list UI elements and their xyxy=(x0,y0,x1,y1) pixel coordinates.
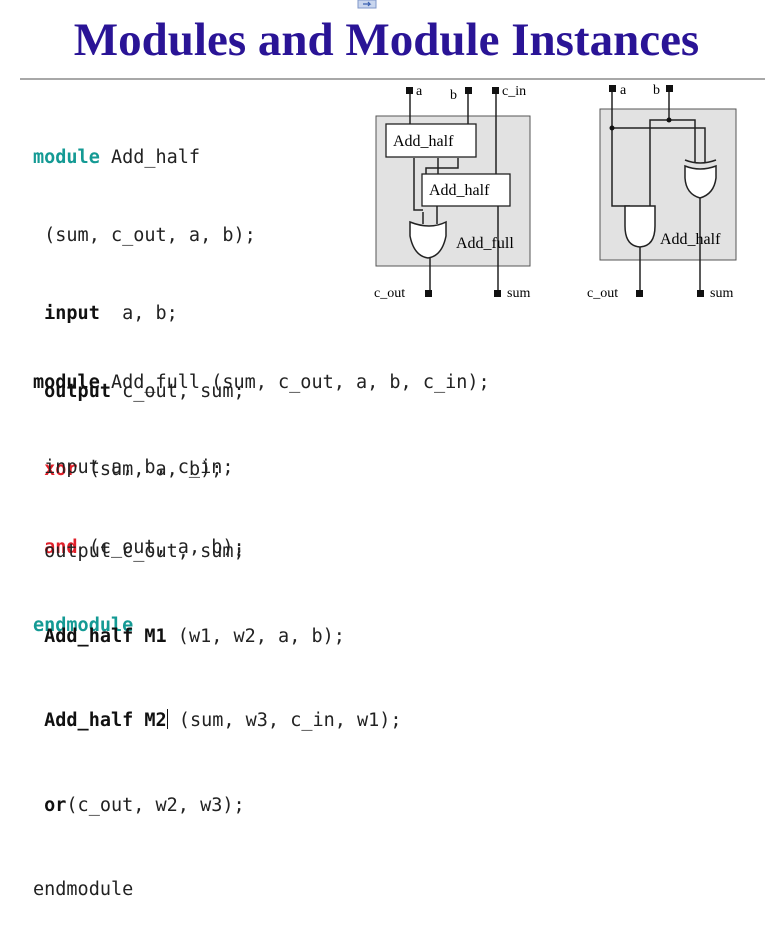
or-gate-icon xyxy=(409,220,447,259)
junction-dot xyxy=(666,117,672,123)
pin-b-label: b xyxy=(653,83,660,98)
out-cout-label: c_out xyxy=(587,286,618,301)
keyword: or xyxy=(44,794,67,816)
code-line: module Add_full (sum, c_out, a, b, c_in)… xyxy=(33,370,490,403)
code-text: endmodule xyxy=(33,879,134,900)
keyword: Add_half M1 xyxy=(44,625,167,647)
keyword: module xyxy=(33,147,100,168)
code-line: Add_half M2 (sum, w3, c_in, w1); xyxy=(33,708,490,741)
code-text: a, b; xyxy=(99,303,178,324)
pin-b-label: b xyxy=(450,88,457,103)
add-half-diagram: a b Add_half c_out sum xyxy=(587,83,737,301)
code-text: input a, b, c_in; xyxy=(44,456,234,478)
code-text: c_out, sum; xyxy=(110,381,245,402)
xor-gate-arc xyxy=(684,159,717,164)
out-cout xyxy=(636,290,643,297)
code-line: module Add_half xyxy=(33,145,256,171)
code-line: input a, b; xyxy=(33,301,256,327)
code-text: (sum, w3, c_in, w1); xyxy=(167,710,402,731)
and-gate-icon xyxy=(624,205,656,248)
code-text: (c_out, w2, w3); xyxy=(66,794,245,816)
pin-a-label: a xyxy=(620,83,627,98)
add-full-code: module Add_full (sum, c_out, a, b, c_in)… xyxy=(33,318,490,936)
pin-cin-label: c_in xyxy=(502,84,526,99)
page-title: Modules and Module Instances xyxy=(73,14,700,66)
code-text: (sum, a, b); xyxy=(77,459,223,480)
half-adder-box-1 xyxy=(385,123,477,158)
code-line: input a, b, c_in; xyxy=(33,455,490,488)
pin-b xyxy=(666,85,673,92)
pin-a xyxy=(609,85,616,92)
code-line: or(c_out, w2, w3); xyxy=(33,793,490,826)
half-adder-box-2-label: Add_half xyxy=(429,182,490,199)
pin-b xyxy=(465,87,472,94)
half-adder-box-1-label: Add_half xyxy=(393,133,454,150)
out-cout xyxy=(425,290,432,297)
code-text: Add_half xyxy=(99,147,201,168)
code-line: output c_out, sum; xyxy=(33,379,256,405)
out-sum-label: sum xyxy=(710,286,733,301)
code-line: output c_out, sum; xyxy=(33,539,490,572)
junction-dot xyxy=(609,125,615,131)
keyword: module xyxy=(33,372,100,393)
code-text: Add_full (sum, c_out, a, b, c_in); xyxy=(99,372,490,393)
keyword: input xyxy=(44,303,100,324)
add-full-module-label: Add_full xyxy=(456,235,514,252)
code-text: output c_out, sum; xyxy=(44,541,245,562)
title-divider xyxy=(20,78,765,80)
pin-a xyxy=(406,87,413,94)
code-line: (sum, c_out, a, b); xyxy=(33,225,256,246)
add-full-diagram: a b c_in Add_half Add_half Add_full c_ou… xyxy=(374,84,531,301)
keyword: output xyxy=(44,381,111,402)
code-line: Add_half M1 (w1, w2, a, b); xyxy=(33,624,490,657)
pin-cin xyxy=(492,87,499,94)
keyword: Add_half M2 xyxy=(44,710,167,731)
half-adder-box-2 xyxy=(421,173,511,207)
out-cout-label: c_out xyxy=(374,286,405,301)
pin-a-label: a xyxy=(416,84,423,99)
out-sum-label: sum xyxy=(507,286,530,301)
keyword: xor xyxy=(44,459,78,480)
xor-gate-icon xyxy=(684,164,717,199)
code-line: xor (sum, a, b); xyxy=(33,457,256,483)
add-half-module-label: Add_half xyxy=(660,231,721,248)
code-line: endmodule xyxy=(33,877,490,910)
out-sum xyxy=(494,290,501,297)
slide-nav-icon[interactable] xyxy=(357,0,377,10)
wires xyxy=(611,92,706,292)
code-text: (w1, w2, a, b); xyxy=(166,625,345,647)
wires xyxy=(409,94,499,292)
out-sum xyxy=(697,290,704,297)
